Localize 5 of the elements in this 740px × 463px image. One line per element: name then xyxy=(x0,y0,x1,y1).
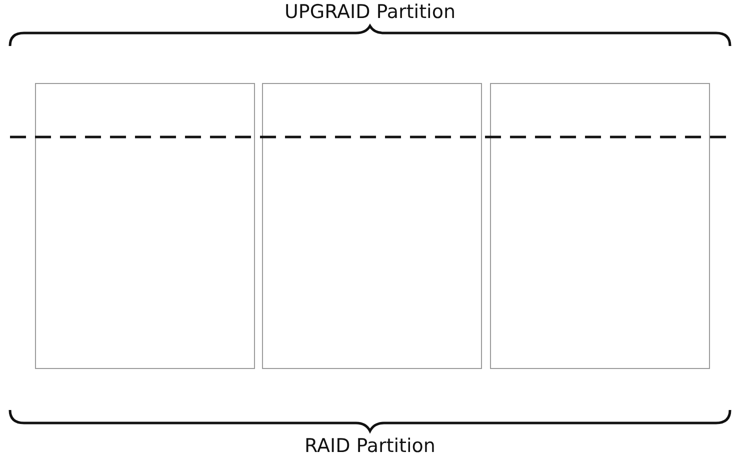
storage-box xyxy=(35,83,255,369)
storage-box xyxy=(262,83,482,369)
storage-box xyxy=(490,83,710,369)
partition-label: RAID Partition xyxy=(304,434,436,458)
partition-label: UPGRAID Partition xyxy=(284,0,456,24)
